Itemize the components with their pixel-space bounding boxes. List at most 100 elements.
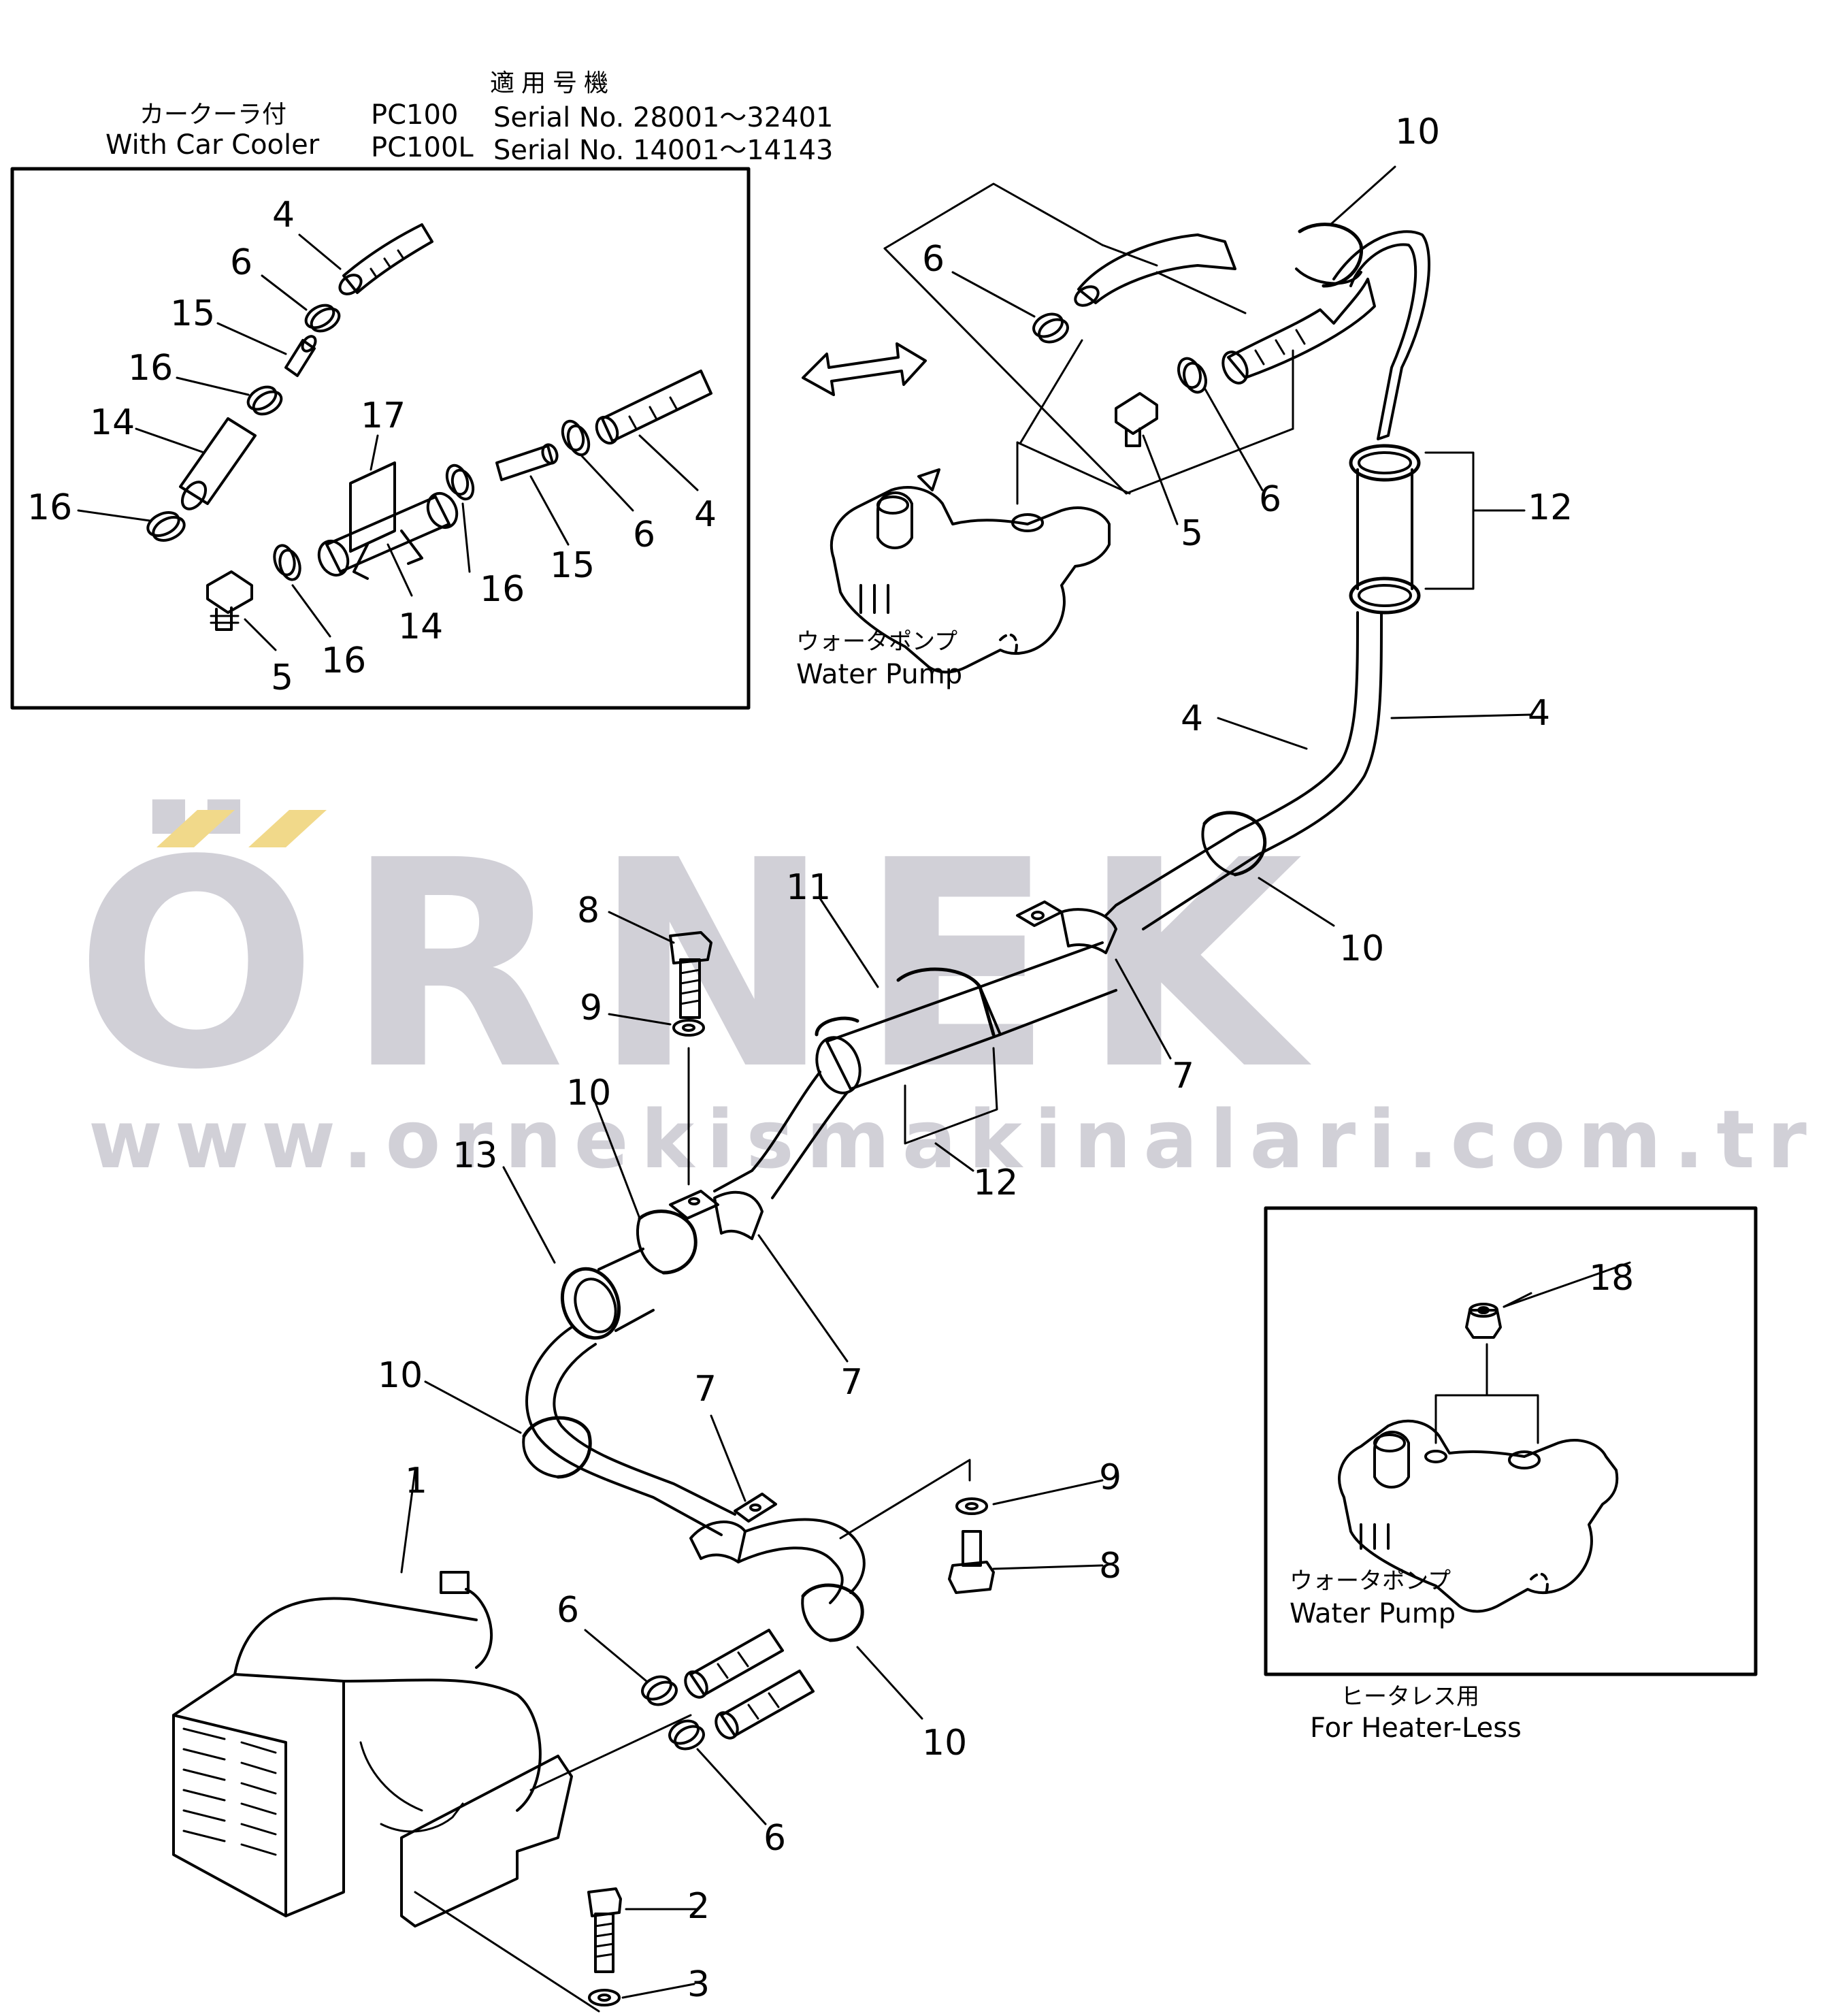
callout-main-5: 5 bbox=[1181, 513, 1204, 554]
inset-clamp-16b bbox=[146, 511, 186, 542]
main-pump-bracket-lines bbox=[883, 182, 1294, 505]
header-serial-1: Serial No. 28001～32401 bbox=[493, 102, 834, 133]
header-option-en: With Car Cooler bbox=[105, 129, 320, 161]
inset-heaterless-frame bbox=[1264, 1206, 1758, 1676]
main-pipe-lower bbox=[525, 1326, 736, 1536]
watermark-accent bbox=[157, 810, 327, 847]
callout-main-13: 13 bbox=[453, 1135, 498, 1176]
callout-main-6b: 6 bbox=[1259, 479, 1282, 520]
main-washer-9a bbox=[672, 1019, 705, 1186]
callout-inset-14a: 14 bbox=[90, 402, 135, 443]
main-pump-label-en: Water Pump bbox=[796, 659, 963, 690]
callout-inset-14b: 14 bbox=[398, 606, 444, 647]
callout-main-6d: 6 bbox=[764, 1818, 787, 1859]
heaterless-caption-jp: ヒータレス用 bbox=[1341, 1683, 1479, 1710]
main-clamp-6c bbox=[641, 1675, 678, 1706]
inset-clamp-16a bbox=[246, 385, 283, 416]
main-heater-unit bbox=[172, 1469, 692, 1928]
watermark-url: www.ornekismakinalari.com.tr bbox=[88, 1092, 1819, 1186]
callout-inset-4a: 4 bbox=[272, 195, 295, 235]
inset-leaders bbox=[77, 233, 699, 651]
callout-main-12b: 12 bbox=[973, 1163, 1019, 1203]
heaterless-plug-18 bbox=[1434, 1261, 1631, 1444]
main-bolt-8b bbox=[948, 1530, 995, 1594]
header-serial-2: Serial No. 14001～14143 bbox=[493, 135, 834, 166]
main-bolt-2 bbox=[587, 1887, 622, 1973]
main-clamp-10-top bbox=[1295, 223, 1364, 288]
main-clamp-13 bbox=[560, 1248, 655, 1340]
callout-main-10-mid: 10 bbox=[1339, 928, 1385, 969]
callout-inset-6a: 6 bbox=[230, 242, 253, 283]
main-hoses-lower bbox=[684, 1629, 815, 1740]
inset-nipple-15a bbox=[284, 335, 317, 377]
callout-main-7a: 7 bbox=[1172, 1056, 1195, 1096]
callout-main-9b: 9 bbox=[1099, 1457, 1122, 1498]
inset-hose-14a bbox=[179, 417, 257, 510]
main-clip-7b bbox=[636, 1190, 764, 1275]
inset-clamp-16d bbox=[273, 544, 301, 581]
header-option-jp: カークーラ付 bbox=[140, 101, 287, 129]
main-pump-label-jp: ウォータポンプ bbox=[796, 628, 957, 655]
callout-inset-16b: 16 bbox=[27, 487, 73, 528]
callout-main-12a: 12 bbox=[1528, 487, 1573, 528]
callout-inset-4b: 4 bbox=[694, 494, 717, 535]
callout-main-10b: 10 bbox=[566, 1073, 612, 1113]
header-model-2: PC100L bbox=[371, 132, 474, 163]
callout-main-7c: 7 bbox=[694, 1369, 717, 1410]
main-washer-9b bbox=[955, 1497, 988, 1515]
main-bolt-8a bbox=[669, 931, 712, 1019]
callout-main-2: 2 bbox=[687, 1886, 710, 1927]
callout-main-4a: 4 bbox=[1181, 698, 1204, 739]
callout-main-3: 3 bbox=[687, 1964, 710, 2005]
callout-main-9a: 9 bbox=[580, 988, 603, 1028]
callout-inset-16d: 16 bbox=[321, 640, 367, 681]
callout-main-11: 11 bbox=[786, 867, 832, 908]
main-clamp-6b bbox=[1177, 357, 1207, 394]
callout-inset-16c: 16 bbox=[480, 569, 525, 610]
callout-main-7b: 7 bbox=[840, 1362, 864, 1403]
callout-inset-6b: 6 bbox=[633, 515, 656, 555]
main-clamp-6d bbox=[668, 1719, 705, 1751]
inset-hose-lower bbox=[595, 370, 712, 445]
inset-clamp-6b bbox=[561, 419, 591, 457]
callout-inset-15a: 15 bbox=[170, 293, 216, 334]
main-pipe-mid bbox=[713, 1071, 849, 1199]
callout-main-10d: 10 bbox=[922, 1723, 968, 1763]
callout-main-1: 1 bbox=[405, 1461, 428, 1501]
main-pipe-riser bbox=[1104, 611, 1383, 930]
main-clamp-6a bbox=[1032, 312, 1069, 344]
callout-main-8a: 8 bbox=[577, 890, 600, 931]
double-arrow bbox=[802, 342, 927, 396]
callout-main-8b: 8 bbox=[1099, 1546, 1122, 1587]
inset-cooler-frame bbox=[10, 167, 751, 710]
callout-main-10c: 10 bbox=[378, 1355, 423, 1396]
main-elbow-5 bbox=[1115, 392, 1158, 447]
heaterless-pump-en: Water Pump bbox=[1290, 1598, 1456, 1629]
main-clamp-10-low bbox=[522, 1416, 592, 1479]
main-water-pump bbox=[830, 468, 1111, 674]
callout-inset-15b: 15 bbox=[550, 545, 595, 586]
inset-bracket-17 bbox=[317, 461, 459, 580]
main-clamp-10-lowright bbox=[801, 1583, 864, 1642]
main-hoses-top bbox=[1074, 230, 1430, 440]
heaterless-caption-en: For Heater-Less bbox=[1310, 1712, 1522, 1744]
callout-main-6a: 6 bbox=[922, 239, 945, 280]
main-insulation-11 bbox=[815, 941, 1117, 1145]
callout-main-10-top: 10 bbox=[1395, 112, 1441, 152]
callout-inset-17: 17 bbox=[361, 395, 406, 436]
inset-nipple-15b bbox=[495, 443, 559, 481]
main-clamps-12 bbox=[1349, 444, 1475, 615]
heaterless-water-pump bbox=[1338, 1419, 1619, 1613]
inset-clamp-6a bbox=[304, 304, 341, 333]
heaterless-pump-jp: ウォータポンプ bbox=[1290, 1567, 1451, 1595]
main-leaders bbox=[424, 165, 1532, 1999]
callout-main-4b: 4 bbox=[1528, 693, 1551, 734]
callout-inset-16a: 16 bbox=[128, 348, 174, 389]
callout-inset-5: 5 bbox=[271, 657, 294, 698]
main-bracket-right bbox=[839, 1459, 971, 1540]
inset-clamp-16c bbox=[445, 464, 475, 501]
main-clamp-10-mid bbox=[1201, 811, 1267, 877]
callout-heaterless-18: 18 bbox=[1589, 1258, 1635, 1299]
